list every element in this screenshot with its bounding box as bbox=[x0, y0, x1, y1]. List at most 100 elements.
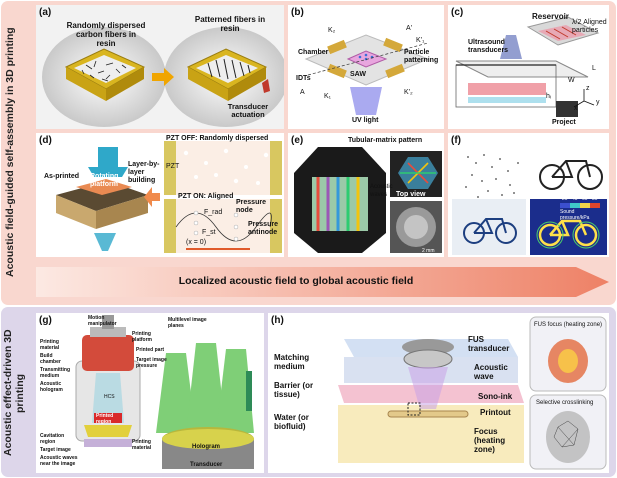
panel-h-focus: Focus (heating zone) bbox=[474, 427, 506, 454]
panel-e: (e) Tubular-matrix pattern Acoustic wave… bbox=[288, 133, 444, 257]
panel-b-a: A bbox=[300, 89, 305, 96]
panel-c-z: z bbox=[586, 85, 590, 92]
panel-g-printed-part: Printed part bbox=[136, 347, 165, 353]
panel-f: (f) 20 40 60 80 Sound pressure/kPa bbox=[448, 133, 609, 257]
panel-h-fus-focus: FUS focus (heating zone) bbox=[534, 322, 603, 328]
panel-h-printout: Printout bbox=[480, 408, 511, 417]
panel-h-acoustic-wave: Acoustic wave bbox=[474, 363, 508, 381]
panel-a-letter: (a) bbox=[39, 7, 52, 18]
panel-f-colorbar-label: Sound pressure/kPa bbox=[560, 209, 590, 221]
panel-g-target-image: Target image bbox=[40, 447, 71, 453]
panel-b: (b) K₂ A' K'₁ Chamber Particle patternin… bbox=[288, 5, 444, 129]
panel-c-w: W bbox=[568, 77, 575, 84]
panel-h-water: Water (or biofluid) bbox=[274, 413, 309, 431]
panel-b-k2: K₂ bbox=[328, 27, 336, 34]
panel-f-illustration bbox=[452, 154, 607, 255]
panel-h-barrier: Barrier (or tissue) bbox=[274, 381, 314, 399]
banner-text: Localized acoustic field to global acous… bbox=[178, 275, 414, 287]
panel-d-f-st: F_st bbox=[202, 229, 216, 236]
panel-d-f-rad: F_rad bbox=[204, 209, 223, 216]
panel-c-letter: (c) bbox=[451, 7, 464, 18]
panel-b-illustration bbox=[304, 34, 430, 115]
panel-d-letter: (d) bbox=[39, 135, 52, 146]
panel-g-hcs: HCS bbox=[104, 394, 115, 400]
panel-d-on-title: PZT ON: Aligned bbox=[178, 193, 234, 200]
banner-arrow bbox=[36, 267, 609, 297]
panel-e-waves: Acoustic waves bbox=[370, 184, 393, 198]
panel-b-k1: K₁ bbox=[324, 93, 332, 100]
panel-f-tick-4: 80 bbox=[592, 196, 598, 202]
panel-g-motion: Motion manipulator bbox=[88, 315, 117, 327]
panel-b-idts: IDTs bbox=[296, 75, 311, 82]
panel-d-pressure-node: Pressure node bbox=[236, 199, 266, 214]
panel-a-illustration bbox=[42, 27, 284, 127]
panel-a-actuation: Transducer actuation bbox=[227, 102, 269, 119]
panel-g-hologram: Hologram bbox=[192, 444, 221, 450]
panel-d-pressure-antinode: Pressure antinode bbox=[248, 221, 278, 236]
panel-g-build-chamber: Build chamber bbox=[40, 353, 61, 365]
panel-f-tick-2: 40 bbox=[572, 196, 578, 202]
panel-c-h: hᵢ bbox=[546, 93, 551, 100]
section-bottom-label: Acoustic effect-driven 3D printing bbox=[2, 329, 26, 457]
panel-h-sono-ink: Sono-ink bbox=[478, 392, 513, 401]
panel-g-illustration bbox=[75, 315, 254, 469]
panel-b-k2-prime: K'₂ bbox=[404, 89, 413, 96]
panel-g-printing-platform: Printing platform bbox=[132, 331, 152, 343]
panel-h-matching: Matching medium bbox=[274, 353, 310, 371]
panel-e-title: Tubular-matrix pattern bbox=[348, 137, 423, 144]
panel-e-top-view: Top view bbox=[396, 191, 426, 198]
panel-c-reservoir: Reservoir bbox=[532, 12, 569, 21]
panel-f-tick-3: 60 bbox=[582, 196, 588, 202]
panel-c-ultrasound: Ultrasound transducers bbox=[468, 39, 509, 54]
panel-d-as-printed: As-printed bbox=[44, 173, 79, 180]
panel-d-layer: Layer-by-layer building bbox=[128, 161, 160, 184]
panel-c-project: Project bbox=[552, 119, 576, 126]
panel-e-scale: 2 mm bbox=[422, 248, 435, 254]
banner: Localized acoustic field to global acous… bbox=[36, 264, 609, 300]
panel-g-near-image: Acoustic waves near the image bbox=[40, 455, 78, 467]
panel-g-transmitting: Transmitting medium bbox=[40, 367, 71, 379]
panel-h-selective: Selective crosslinking bbox=[536, 400, 594, 406]
panel-b-letter: (b) bbox=[291, 7, 304, 18]
panel-g-multilevel: Multilevel image planes bbox=[168, 317, 207, 329]
panel-h-fus: FUS transducer bbox=[468, 335, 510, 353]
panel-c: (c) Reservoir λ/2 Aligned particles Ultr… bbox=[448, 5, 609, 129]
panel-g-printed-region: Printed region bbox=[96, 413, 114, 425]
panel-g: (g) Motion manipulator Printing platform… bbox=[36, 313, 264, 473]
panel-c-x: x bbox=[574, 105, 578, 112]
panel-g-acoustic-hologram: Acoustic hologram bbox=[40, 381, 63, 393]
panel-d-rotating: Rotating platform bbox=[90, 173, 119, 188]
panel-g-target-pressure: Target image pressure bbox=[136, 357, 167, 369]
panel-c-y: y bbox=[596, 99, 600, 106]
panel-g-printing-material: Printing material bbox=[40, 339, 60, 351]
panel-a-left-caption: Randomly dispersed carbon fibers in resi… bbox=[66, 21, 146, 48]
panel-e-illustration bbox=[294, 147, 442, 253]
panel-d-pzt-1: PZT bbox=[166, 163, 180, 170]
panel-b-k1-prime: K'₁ bbox=[416, 37, 425, 44]
panel-b-particle: Particle patterning bbox=[404, 49, 439, 64]
section-top-label: Acoustic field-guided self-assembly in 3… bbox=[4, 27, 16, 278]
panel-f-letter: (f) bbox=[451, 135, 461, 146]
panel-d-illustration bbox=[56, 141, 282, 253]
panel-b-a-prime: A' bbox=[406, 25, 413, 32]
panel-b-uv: UV light bbox=[352, 117, 379, 124]
panel-f-tick-1: 20 bbox=[562, 196, 568, 202]
panel-c-l: L bbox=[592, 65, 596, 72]
panel-h: (h) Matching medium Barrier (or tissue) … bbox=[268, 313, 609, 473]
panel-c-illustration bbox=[455, 16, 600, 117]
panel-a-right-caption: Patterned fibers in resin bbox=[194, 15, 266, 33]
panel-e-letter: (e) bbox=[291, 135, 304, 146]
panel-a: (a) Randomly dispersed carbon fibers in … bbox=[36, 5, 284, 129]
panel-g-transducer: Transducer bbox=[190, 462, 223, 468]
panel-d-off-title: PZT OFF: Randomly dispersed bbox=[166, 135, 269, 142]
panel-b-chamber: Chamber bbox=[298, 49, 329, 56]
panel-d: (d) PZT OFF: Randomly dispersed PZT ON: … bbox=[36, 133, 284, 257]
panel-h-letter: (h) bbox=[271, 315, 284, 326]
panel-g-letter: (g) bbox=[39, 315, 52, 326]
panel-g-cavitation: Cavitation region bbox=[40, 433, 65, 445]
panel-c-aligned: λ/2 Aligned particles bbox=[572, 19, 607, 34]
panel-b-saw: SAW bbox=[350, 71, 366, 78]
panel-d-axis: (x = 0) bbox=[186, 239, 207, 246]
panel-h-illustration bbox=[338, 316, 607, 470]
panel-g-printing-material-2: Printing material bbox=[132, 439, 152, 451]
